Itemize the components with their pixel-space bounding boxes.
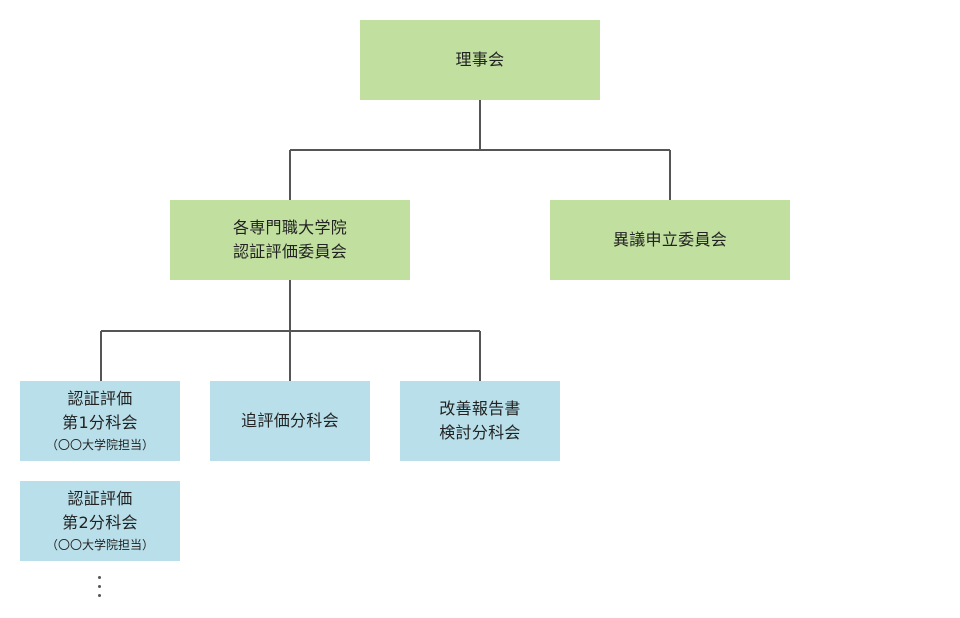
ellipsis-dot	[98, 585, 101, 588]
follow-up-subcommittee-label: 追評価分科会	[241, 411, 339, 430]
follow-up-subcommittee-box: 追評価分科会	[210, 381, 370, 461]
subcommittee-1-label-line1: 認証評価	[67, 389, 133, 408]
subcommittee-1-box: 認証評価 第1分科会 （〇〇大学院担当）	[20, 381, 180, 461]
subcommittee-2-box: 認証評価 第2分科会 （〇〇大学院担当）	[20, 481, 180, 561]
improvement-report-subcommittee-label-line2: 検討分科会	[439, 423, 521, 442]
subcommittee-1-note: （〇〇大学院担当）	[45, 438, 154, 452]
accreditation-committee-label-line2: 認証評価委員会	[232, 242, 348, 261]
subcommittee-2-label-line1: 認証評価	[67, 489, 133, 508]
accreditation-committee-label-line1: 各専門職大学院	[232, 218, 348, 237]
ellipsis-dot	[98, 594, 101, 597]
accreditation-committee-box: 各専門職大学院 認証評価委員会	[170, 200, 410, 280]
objection-committee-label: 異議申立委員会	[612, 230, 728, 249]
board-box: 理事会	[360, 20, 600, 100]
subcommittee-2-label-line2: 第2分科会	[62, 513, 138, 532]
subcommittee-1-label-line2: 第1分科会	[62, 413, 138, 432]
objection-committee-box: 異議申立委員会	[550, 200, 790, 280]
improvement-report-subcommittee-box: 改善報告書 検討分科会	[400, 381, 560, 461]
vertical-ellipsis-icon	[97, 576, 103, 600]
improvement-report-subcommittee-label-line1: 改善報告書	[439, 399, 521, 418]
subcommittee-2-note: （〇〇大学院担当）	[45, 538, 154, 552]
ellipsis-dot	[98, 576, 101, 579]
board-label: 理事会	[455, 50, 505, 69]
